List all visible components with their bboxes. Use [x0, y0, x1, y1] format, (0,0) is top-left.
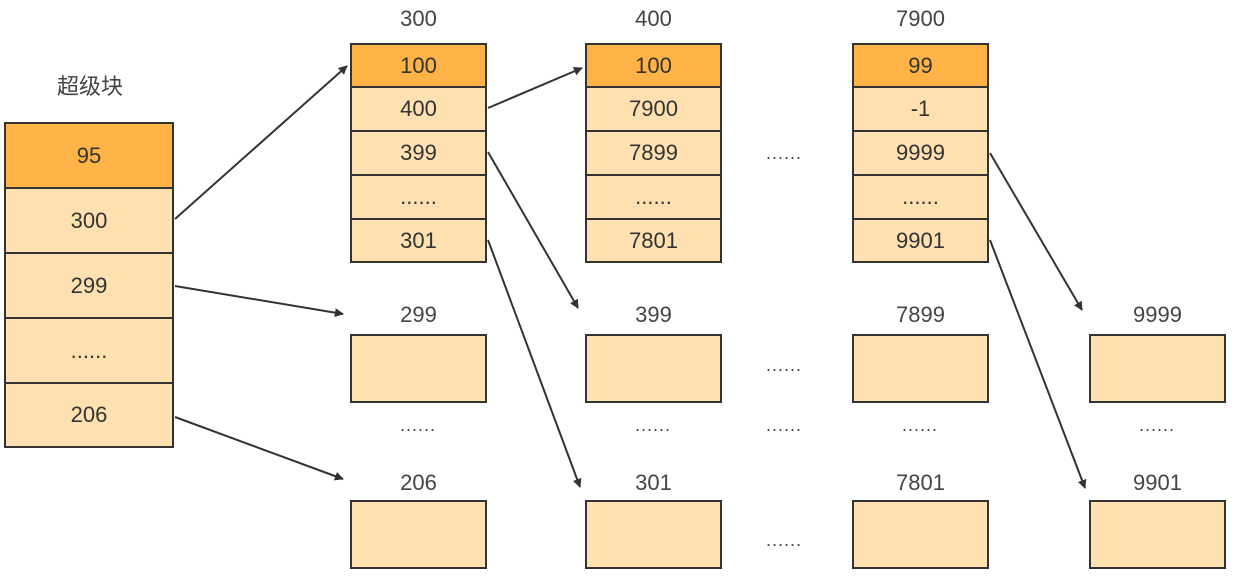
superblock-title: 超级块 — [56, 74, 123, 99]
data-block — [852, 500, 989, 569]
block-label: 301 — [635, 470, 672, 495]
group-title: 400 — [635, 6, 672, 31]
ellipsis: ...... — [766, 355, 803, 375]
ellipsis: ...... — [1139, 415, 1176, 435]
arrow — [487, 67, 583, 109]
group-cell: ...... — [350, 174, 487, 220]
block-label: 7899 — [896, 302, 945, 327]
group-cell: 7801 — [585, 218, 722, 263]
superblock-cell: 300 — [4, 187, 174, 254]
data-block — [1089, 500, 1226, 569]
data-block — [350, 500, 487, 569]
group-title: 300 — [400, 6, 437, 31]
block-label: 9901 — [1133, 470, 1182, 495]
arrow — [174, 416, 344, 481]
ellipsis: ...... — [400, 415, 437, 435]
data-block — [1089, 334, 1226, 403]
data-block — [350, 334, 487, 403]
group-cell-count: 100 — [350, 43, 487, 88]
block-label: 9999 — [1133, 302, 1182, 327]
ellipsis: ...... — [766, 415, 803, 435]
arrow — [487, 239, 582, 488]
ellipsis: ...... — [902, 415, 939, 435]
ellipsis: ...... — [635, 415, 672, 435]
arrow — [487, 151, 579, 309]
block-label: 399 — [635, 302, 672, 327]
arrow — [174, 285, 344, 318]
superblock-cell: 206 — [4, 382, 174, 448]
superblock-cell-free-count: 95 — [4, 122, 174, 189]
group-cell: 9901 — [852, 218, 989, 263]
group-cell: 9999 — [852, 130, 989, 176]
group-cell: 7899 — [585, 130, 722, 176]
group-cell-count: 100 — [585, 43, 722, 88]
ellipsis: ...... — [766, 143, 803, 163]
data-block — [852, 334, 989, 403]
group-cell: ...... — [852, 174, 989, 220]
block-label: 299 — [400, 302, 437, 327]
arrow — [989, 152, 1083, 311]
arrow — [174, 65, 348, 220]
data-block — [585, 334, 722, 403]
block-label: 206 — [400, 470, 437, 495]
arrow — [989, 239, 1087, 489]
group-cell: -1 — [852, 86, 989, 132]
block-label: 7801 — [896, 470, 945, 495]
ellipsis: ...... — [766, 530, 803, 550]
group-title: 7900 — [896, 6, 945, 31]
data-block — [585, 500, 722, 569]
group-cell: 301 — [350, 218, 487, 263]
